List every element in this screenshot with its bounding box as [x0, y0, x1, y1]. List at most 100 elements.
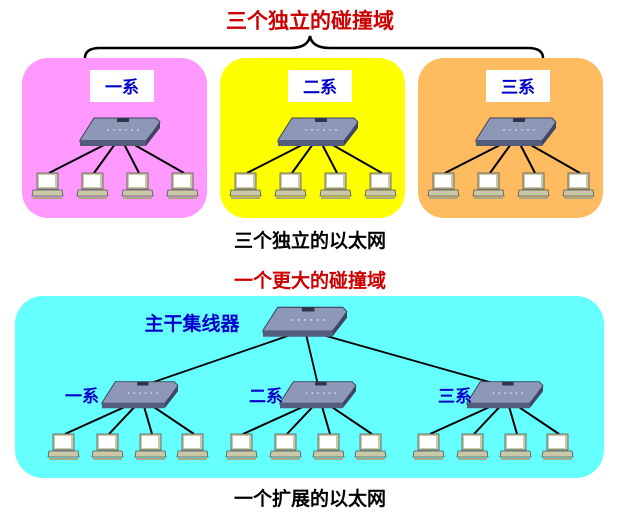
bottom-dept-2-pc-1-base	[225, 450, 258, 458]
top-dept-3-cable-2	[489, 143, 512, 174]
bottom-dept-2-hub-top-slot	[315, 381, 327, 386]
bottom-dept-3-pc-3-screen	[507, 436, 523, 448]
top-dept-1-pc-1	[31, 172, 64, 199]
top-dept-1-hub-front	[80, 140, 146, 146]
top-caption: 三个独立的以太网	[234, 229, 386, 252]
backbone-cable-1	[144, 329, 306, 386]
bottom-dept-1-pc-4-screen	[184, 436, 200, 448]
top-dept-3-pc-1-screen	[435, 175, 451, 187]
bottom-dept-1-hub-side	[164, 385, 178, 409]
bottom-dept-3-hub-led	[504, 392, 506, 394]
top-dept-1-cable-1	[48, 143, 107, 174]
bottom-dept-1-pc-4	[176, 433, 209, 460]
top-dept-1-pc-2-base	[76, 189, 109, 197]
top-dept-2-hub-front	[278, 140, 344, 146]
backbone-hub-led	[291, 318, 294, 321]
bottom-title: 一个更大的碰撞域	[234, 269, 386, 292]
bottom-dept-3-pc-2-keyboard	[458, 458, 487, 460]
top-dept-3-cable-3	[519, 143, 536, 174]
bottom-dept-1-hub-led	[127, 392, 130, 394]
top-dept-3-pc-4-keyboard	[564, 197, 593, 199]
bottom-dept-3-hub-led	[509, 392, 512, 394]
bottom-dept-2-hub-led	[322, 392, 325, 394]
backbone-hub-led	[297, 318, 300, 321]
backbone-cable-2	[304, 329, 319, 386]
top-dept-1-pc-4-screen	[174, 175, 190, 187]
bottom-dept-label-1: 一系	[65, 387, 99, 407]
top-dept-3-pc-3	[517, 172, 550, 199]
bottom-dept-1-hub-led	[144, 392, 147, 394]
backbone-hub-label: 主干集线器	[144, 312, 240, 335]
top-dept-1-hub-led	[113, 129, 115, 131]
top-dept-3-hub-side	[542, 122, 556, 146]
top-dept-1-pc-3-keyboard	[123, 197, 152, 199]
bottom-dept-2-pc-4-base	[354, 450, 387, 458]
bottom-dept-1-pc-1-base	[47, 450, 80, 458]
top-dept-3-hub-top-slot	[513, 118, 525, 122]
bottom-dept-1-pc-1	[47, 433, 80, 460]
top-dept-1-pc-1-base	[31, 189, 64, 197]
top-dept-1-pc-4-base	[166, 189, 199, 197]
top-dept-2-pc-3	[319, 172, 352, 199]
top-dept-1-pc-4	[166, 172, 199, 199]
top-dept-3-hub-led	[521, 129, 523, 131]
top-dept-2-cable-1	[246, 143, 305, 174]
top-dept-1-hub-led	[125, 129, 127, 131]
backbone-hub-top-slot	[301, 307, 315, 312]
bottom-dept-2-hub-led	[305, 392, 308, 394]
top-dept-3-pc-3-base	[517, 189, 550, 197]
bottom-dept-3-pc-4	[541, 433, 574, 460]
top-dept-3-pc-2-screen	[480, 175, 496, 187]
bottom-dept-2-pc-2	[269, 433, 302, 460]
top-dept-2-hub-led	[305, 129, 307, 131]
bottom-dept-1-cable-3	[143, 406, 153, 435]
top-dept-2-pc-3-base	[319, 189, 352, 197]
bottom-dept-3-hub-top-slot	[502, 381, 514, 386]
bottom-dept-2-pc-4-keyboard	[356, 458, 385, 460]
bottom-dept-1-pc-2-base	[91, 450, 124, 458]
bottom-dept-3-pc-4-base	[541, 450, 574, 458]
top-dept-2-hub	[277, 117, 359, 146]
top-dept-3-hub-led	[527, 129, 529, 131]
bottom-dept-2-hub	[279, 381, 357, 409]
top-dept-2-pc-2-keyboard	[276, 197, 305, 199]
top-dept-2-pc-1	[229, 172, 262, 199]
bottom-dept-3-pc-4-screen	[549, 436, 565, 448]
bottom-dept-3-hub-led	[492, 392, 495, 394]
top-dept-3-pc-1-keyboard	[429, 197, 458, 199]
bottom-dept-3-cable-3	[508, 406, 518, 435]
bottom-dept-1-pc-4-base	[176, 450, 209, 458]
bottom-dept-1-hub	[101, 381, 179, 409]
bottom-dept-2-hub-led	[328, 392, 331, 394]
bottom-dept-2-pc-1-keyboard	[227, 458, 256, 460]
top-dept-2-hub-led	[335, 129, 337, 131]
bottom-dept-3-pc-1	[412, 433, 445, 460]
bottom-dept-1-hub-led	[150, 392, 153, 394]
bottom-dept-2-pc-3	[312, 433, 345, 460]
top-dept-1-pc-2	[76, 172, 109, 199]
top-dept-3-pc-4-base	[562, 189, 595, 197]
bottom-dept-2-hub-led	[311, 392, 314, 394]
bottom-dept-3-pc-3	[499, 433, 532, 460]
top-dept-3-pc-1-base	[427, 189, 460, 197]
top-dept-3-hub-front	[476, 140, 542, 146]
top-dept-1-pc-2-screen	[84, 175, 100, 187]
top-dept-1-cable-4	[132, 143, 185, 174]
top-dept-2-hub-led	[329, 129, 331, 131]
top-title: 三个独立的碰撞域	[226, 9, 394, 33]
top-dept-2-hub-led	[317, 129, 319, 131]
bottom-dept-1-pc-1-screen	[55, 436, 71, 448]
top-dept-2-hub-side	[344, 122, 358, 146]
top-dept-2-cable-3	[321, 143, 338, 174]
bottom-dept-3-hub-led	[521, 392, 523, 394]
top-dept-1-hub-side	[146, 122, 160, 146]
bottom-dept-3-hub	[466, 381, 544, 409]
top-dept-3-hub-led	[533, 129, 535, 131]
department-label-3: 三系	[501, 78, 535, 98]
backbone-hub	[262, 306, 348, 337]
bottom-dept-1-cable-2	[108, 405, 136, 435]
backbone-hub-led	[304, 318, 306, 321]
bottom-dept-3-pc-2-base	[456, 450, 489, 458]
bottom-dept-2-cable-2	[286, 405, 314, 435]
